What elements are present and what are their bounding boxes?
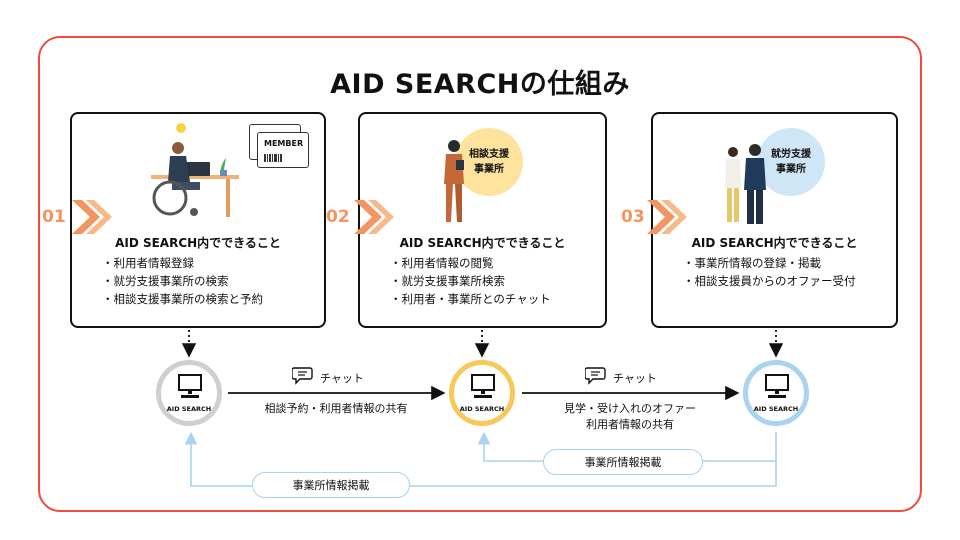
barcode [264,154,308,162]
step-feature-list: ・事業所情報の登録・掲載 ・相談支援員からのオファー受付 [683,254,856,290]
badge-line: 相談支援 [469,149,509,160]
member-card-text: MEMBER [264,139,304,148]
step-feature-list: ・利用者情報の閲覧 ・就労支援事業所検索 ・利用者・事業所とのチャット [390,254,551,308]
chat-label: チャット [613,372,657,385]
step-heading: AID SEARCH内でできること [691,236,858,250]
chat-bubble-icon [585,367,606,385]
step-number: 03 [621,207,645,227]
badge-line: 事業所 [776,164,806,175]
list-item: ・相談支援事業所の検索と予約 [102,292,263,306]
node-label: AID SEARCH [459,405,505,413]
chevron-right-icon [354,200,394,234]
badge-line: 事業所 [474,164,504,175]
badge-line: 就労支援 [771,149,811,160]
consultant-person-illustration [444,140,464,222]
list-item: ・就労支援事業所の検索 [102,274,229,288]
office-info-pill-left: 事業所情報掲載 [252,472,410,498]
page-title: AID SEARCHの仕組み [330,69,630,100]
node-label: AID SEARCH [753,405,799,413]
step-number: 01 [42,207,66,227]
aid-search-node-2: AID SEARCH [449,360,515,426]
step-heading: AID SEARCH内でできること [115,236,281,250]
flow-label-2: 見学・受け入れのオファー 利用者情報の共有 [530,401,730,433]
chevron-right-icon [647,200,687,234]
pill-label: 事業所情報掲載 [584,456,662,469]
chat-bubble-icon [292,367,313,385]
flow-label-1: 相談予約・利用者情報の共有 [264,402,408,415]
node-label: AID SEARCH [166,405,212,413]
computer-icon [471,374,495,398]
step-feature-list: ・利用者情報登録 ・就労支援事業所の検索 ・相談支援事業所の検索と予約 [102,254,263,308]
chat-label: チャット [320,372,364,385]
list-item: ・利用者・事業所とのチャット [390,292,551,306]
aid-search-node-1: AID SEARCH [156,360,222,426]
aid-search-node-3: AID SEARCH [743,360,809,426]
list-item: ・相談支援員からのオファー受付 [683,274,856,288]
list-item: ・利用者情報の閲覧 [390,256,494,270]
outer-frame [38,36,922,512]
step-number: 02 [326,207,350,227]
flow-label-line: 利用者情報の共有 [586,418,674,431]
flow-label-line: 見学・受け入れのオファー [564,402,696,415]
list-item: ・就労支援事業所検索 [390,274,505,288]
return-line-3-to-1 [184,431,777,487]
employment-office-badge: 就労支援 事業所 [757,128,825,196]
list-item: ・利用者情報登録 [102,256,194,270]
computer-icon [765,374,789,398]
pill-label: 事業所情報掲載 [292,479,370,492]
wheelchair-user-illustration [151,123,239,217]
consultation-office-badge: 相談支援 事業所 [455,128,523,196]
step-heading: AID SEARCH内でできること [399,236,566,250]
list-item: ・事業所情報の登録・掲載 [683,256,821,270]
computer-icon [178,374,202,398]
office-info-pill-right: 事業所情報掲載 [543,449,703,475]
member-card: MEMBER [257,132,309,168]
staff-people-illustration [725,144,766,224]
chevron-right-icon [72,200,112,234]
